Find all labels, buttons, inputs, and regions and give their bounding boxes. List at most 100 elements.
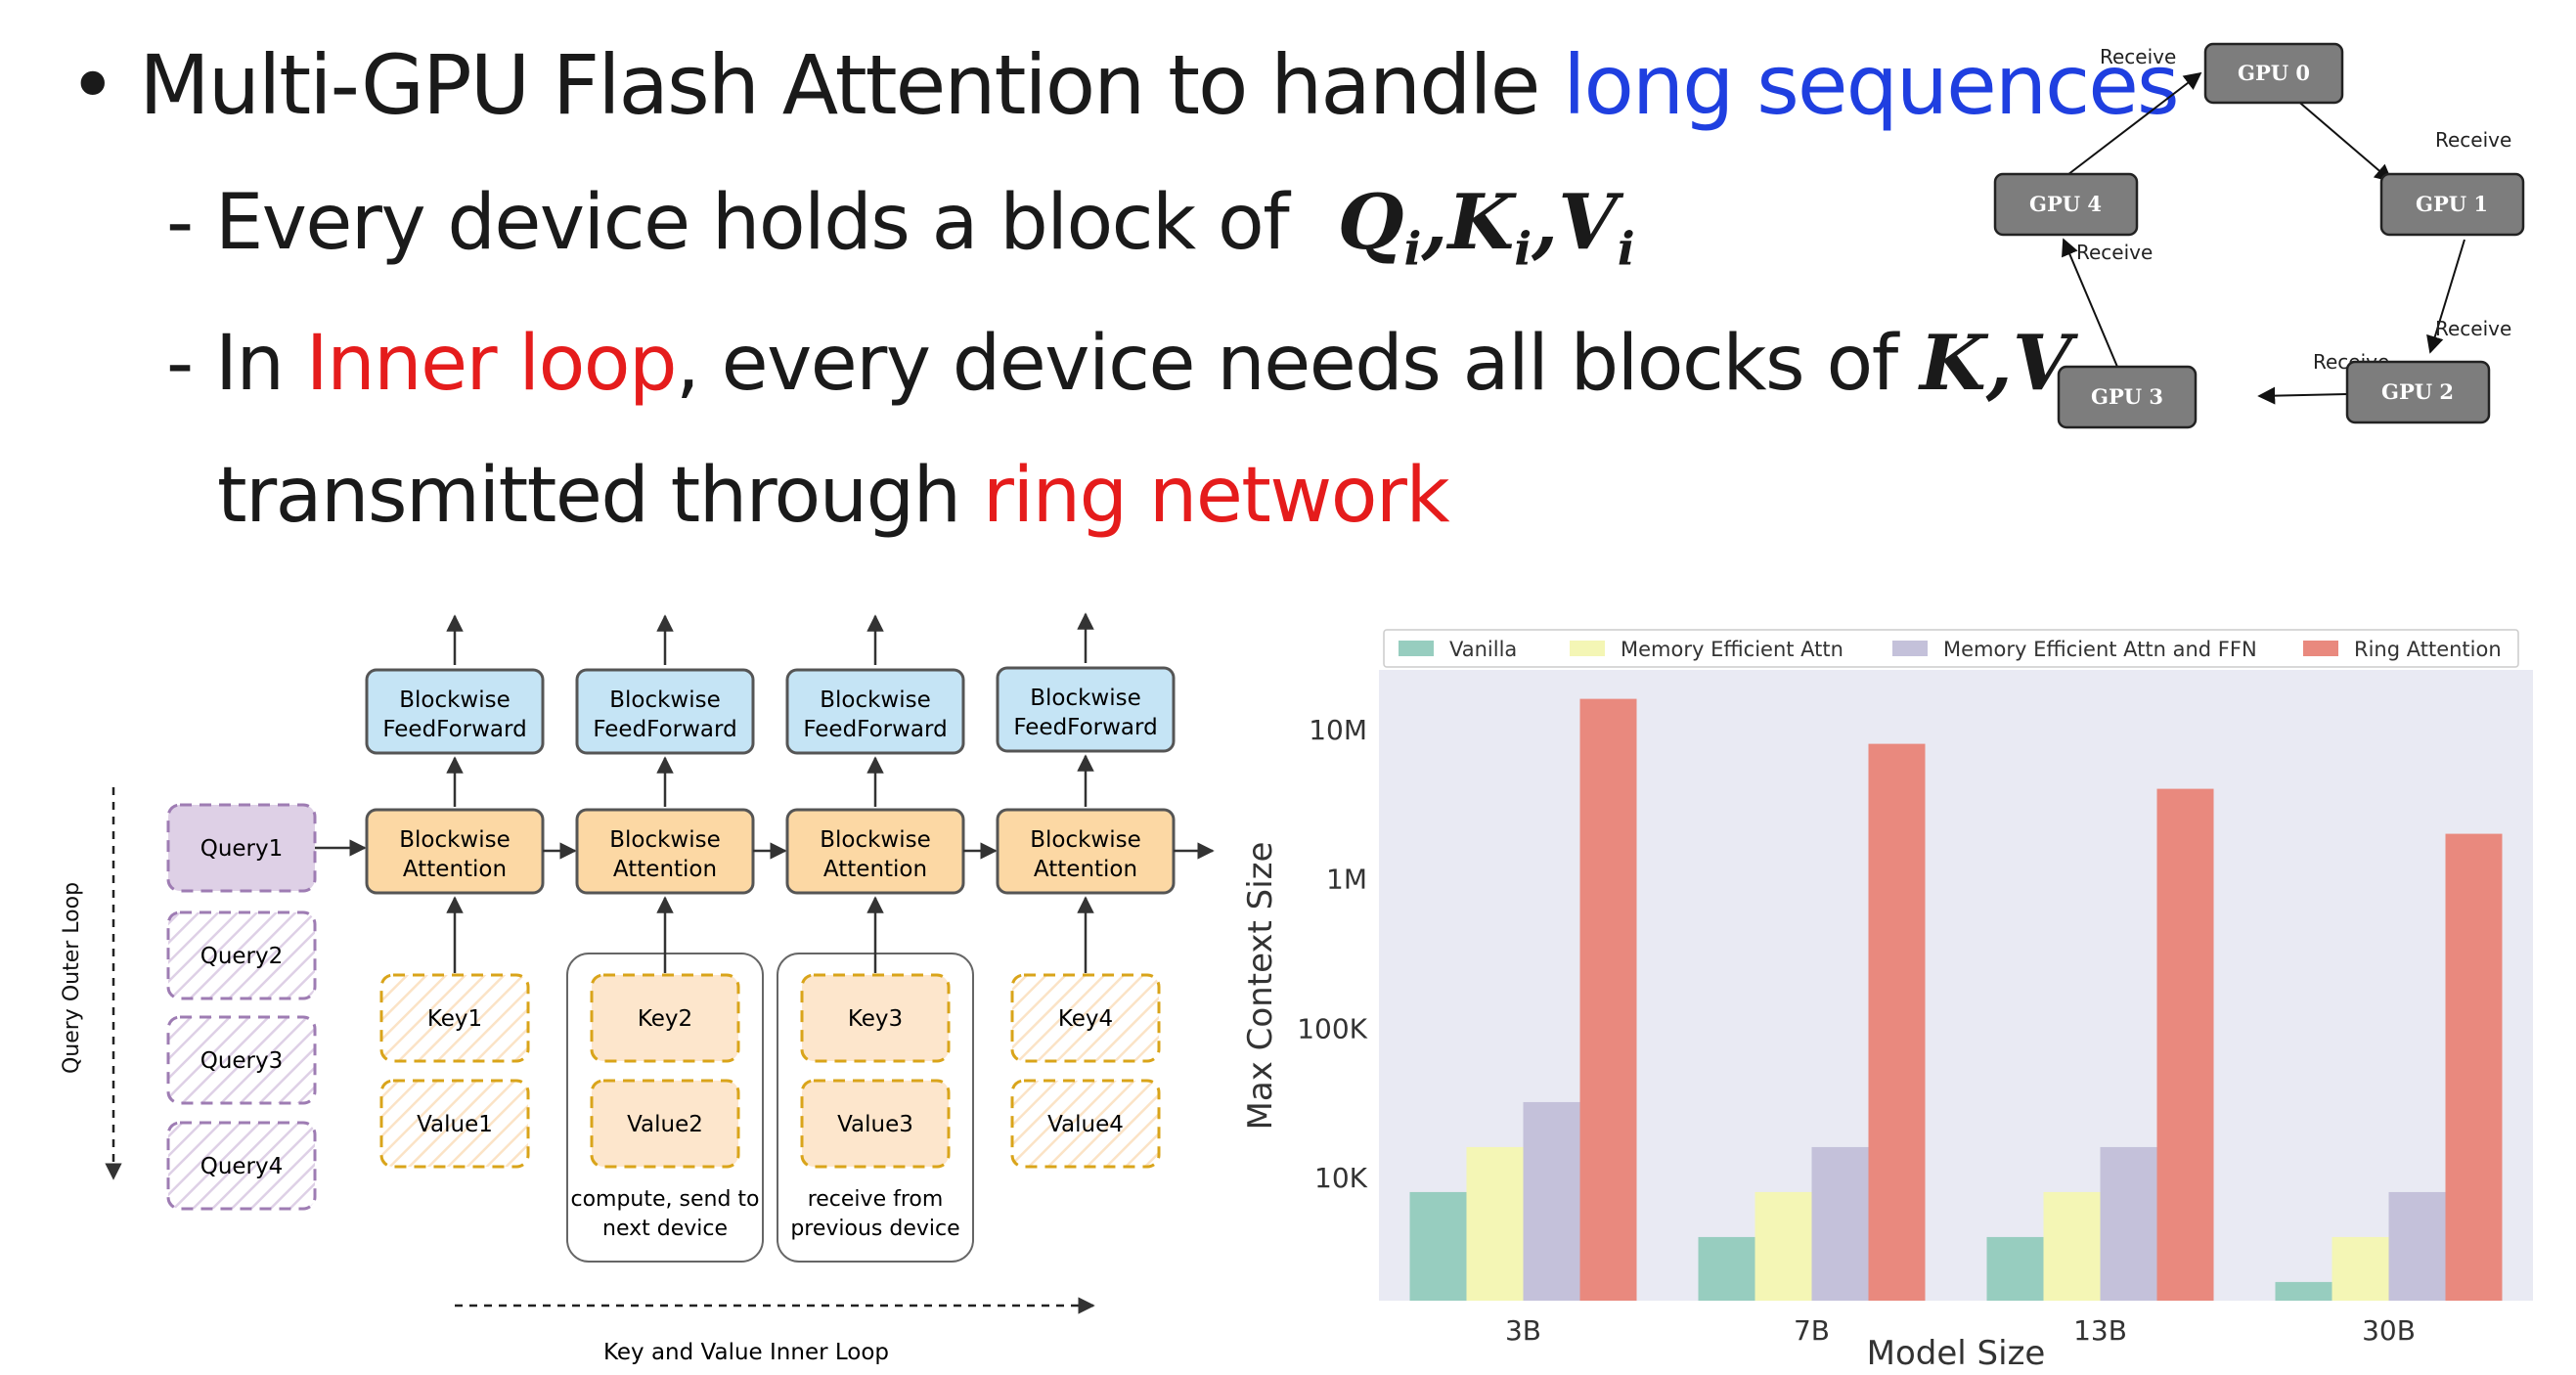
bullet-marker: • xyxy=(68,37,117,133)
feedforward-block: Blockwise FeedForward xyxy=(996,666,1176,753)
bar-vanilla-7b xyxy=(1698,1236,1755,1301)
svg-text:Value1: Value1 xyxy=(417,1112,493,1137)
legend-swatch xyxy=(1399,641,1434,656)
bar-memory-efficient-attn-3b xyxy=(1466,1146,1524,1301)
inner-loop-highlight: Inner loop xyxy=(305,320,678,408)
edge-label-receive: Receive xyxy=(2076,241,2153,264)
sub-bullet-3-text: transmitted through xyxy=(217,452,983,540)
bar-ring-attention-3b xyxy=(1579,698,1637,1301)
svg-text:Key3: Key3 xyxy=(848,1006,903,1032)
legend-label: Memory Efficient Attn and FFN xyxy=(1943,638,2257,661)
bar-memory-efficient-attn-and-ffn-7b xyxy=(1811,1146,1869,1301)
x-tick-label: 30B xyxy=(2362,1314,2416,1347)
svg-text:Query4: Query4 xyxy=(200,1154,284,1179)
edge-label-receive: Receive xyxy=(2435,317,2511,340)
svg-text:FeedForward: FeedForward xyxy=(803,717,947,742)
query-block: Query2 xyxy=(166,910,317,1000)
x-axis-label: Model Size xyxy=(1867,1334,2046,1373)
qkv-math: Qi,Ki,Vi xyxy=(1337,178,1635,277)
svg-text:GPU 1: GPU 1 xyxy=(2416,192,2488,216)
title-emphasis: Multi-GPU Flash Attention xyxy=(139,37,1145,133)
x-tick-label: 3B xyxy=(1505,1314,1541,1347)
edge-label-receive: Receive xyxy=(2100,45,2176,68)
gpu-node-0: GPU 0 xyxy=(2203,42,2344,105)
gpu-node-2: GPU 2 xyxy=(2345,360,2491,424)
gpu-node-1: GPU 1 xyxy=(2379,172,2525,237)
sub-bullet-2-text: , every device needs all blocks of xyxy=(676,320,1898,408)
bar-memory-efficient-attn-and-ffn-30b xyxy=(2388,1191,2446,1301)
y-tick-label: 10M xyxy=(1309,714,1367,746)
svg-text:FeedForward: FeedForward xyxy=(593,717,736,742)
edge-label-receive: Receive xyxy=(2435,128,2511,152)
svg-text:GPU 4: GPU 4 xyxy=(2029,192,2102,216)
bar-memory-efficient-attn-13b xyxy=(2043,1191,2101,1301)
svg-text:Value3: Value3 xyxy=(837,1112,913,1137)
svg-text:Query2: Query2 xyxy=(200,944,284,969)
attention-block: Blockwise Attention xyxy=(996,808,1176,895)
y-tick-label: 1M xyxy=(1326,864,1367,896)
sub-bullet-2: - In Inner loop, every device needs all … xyxy=(166,319,2071,408)
key-block: Key2 xyxy=(590,973,740,1063)
sub-bullet-2-dash: - In xyxy=(166,320,306,408)
title-connector: to handle xyxy=(1143,37,1564,133)
kv-math: K,V xyxy=(1919,319,2072,408)
y-tick-label: 10K xyxy=(1314,1162,1368,1194)
ring-network-highlight: ring network xyxy=(982,452,1450,540)
legend-frame xyxy=(1383,629,2519,668)
legend-swatch xyxy=(2303,641,2338,656)
x-tick-label: 7B xyxy=(1794,1314,1830,1347)
svg-text:Blockwise: Blockwise xyxy=(1030,686,1141,711)
x-tick-label: 13B xyxy=(2073,1314,2127,1347)
bar-vanilla-3b xyxy=(1409,1191,1467,1301)
svg-text:Value2: Value2 xyxy=(627,1112,703,1137)
bar-memory-efficient-attn-and-ffn-3b xyxy=(1523,1101,1580,1301)
svg-text:Blockwise: Blockwise xyxy=(1030,827,1141,853)
svg-text:Query1: Query1 xyxy=(200,836,284,862)
feedforward-block: Blockwise FeedForward xyxy=(365,668,545,755)
sub-bullet-1-text: - Every device holds a block of xyxy=(166,179,1290,267)
bars-group xyxy=(1409,698,2503,1301)
legend-label: Memory Efficient Attn xyxy=(1621,638,1843,661)
svg-text:Value4: Value4 xyxy=(1047,1112,1124,1137)
svg-text:Attention: Attention xyxy=(823,857,927,882)
value-block: Value3 xyxy=(800,1079,951,1169)
feedforward-block: Blockwise FeedForward xyxy=(785,668,965,755)
svg-text:GPU 0: GPU 0 xyxy=(2238,61,2310,85)
slide-title: • Multi-GPU Flash Attention to handle lo… xyxy=(68,37,2180,133)
y-tick-label: 100K xyxy=(1297,1012,1367,1044)
attention-block: Blockwise Attention xyxy=(785,808,965,895)
outer-loop-label: Query Outer Loop xyxy=(60,882,84,1074)
bar-ring-attention-13b xyxy=(2156,788,2214,1301)
svg-text:Attention: Attention xyxy=(613,857,717,882)
svg-text:GPU 3: GPU 3 xyxy=(2091,384,2163,409)
svg-text:Attention: Attention xyxy=(1034,857,1137,882)
attention-block: Blockwise Attention xyxy=(365,808,545,895)
value-block: Value4 xyxy=(1010,1079,1161,1169)
y-axis-ticks: 10K 100K 1M 10M xyxy=(1297,714,1367,1194)
bar-memory-efficient-attn-30b xyxy=(2332,1236,2389,1301)
bar-memory-efficient-attn-and-ffn-13b xyxy=(2100,1146,2157,1301)
svg-text:Blockwise: Blockwise xyxy=(399,688,511,713)
svg-text:FeedForward: FeedForward xyxy=(382,717,526,742)
bar-ring-attention-30b xyxy=(2445,833,2503,1301)
send-note: next device xyxy=(602,1217,728,1241)
legend-label: Ring Attention xyxy=(2354,638,2502,661)
key-block: Key3 xyxy=(800,973,951,1063)
blockwise-diagram: Query Outer Loop Query1 Query2 Query3 Qu… xyxy=(60,612,1215,1365)
svg-text:GPU 2: GPU 2 xyxy=(2381,379,2454,404)
feedforward-block: Blockwise FeedForward xyxy=(575,668,755,755)
query-block: Query3 xyxy=(166,1015,317,1105)
svg-text:FeedForward: FeedForward xyxy=(1013,715,1157,740)
ring-diagram: Receive Receive Receive Receive Receive … xyxy=(1993,42,2525,429)
send-note: compute, send to xyxy=(570,1187,759,1212)
svg-text:Blockwise: Blockwise xyxy=(820,688,931,713)
svg-text:Blockwise: Blockwise xyxy=(609,688,721,713)
svg-text:Attention: Attention xyxy=(403,857,507,882)
svg-text:Blockwise: Blockwise xyxy=(820,827,931,853)
svg-text:Blockwise: Blockwise xyxy=(609,827,721,853)
title-highlight: long sequences xyxy=(1563,37,2180,133)
key-block: Key4 xyxy=(1010,973,1161,1063)
legend-swatch xyxy=(1892,641,1928,656)
